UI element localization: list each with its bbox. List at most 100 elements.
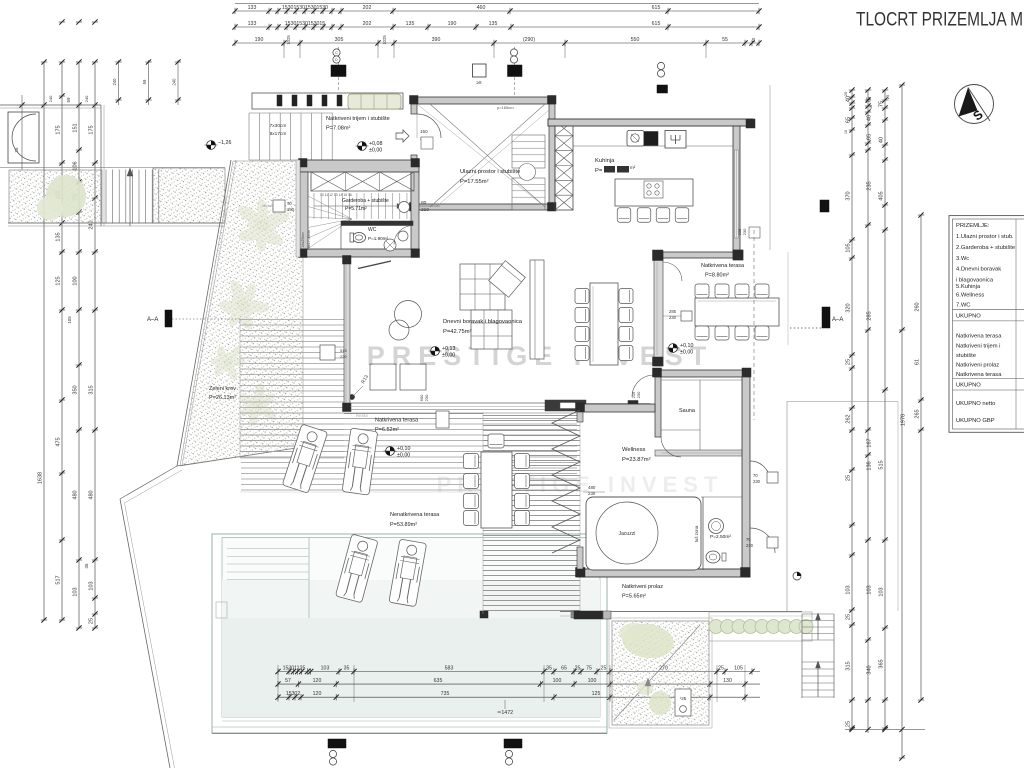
svg-text:517: 517: [56, 575, 62, 584]
svg-text:460: 460: [477, 5, 486, 11]
svg-text:25: 25: [601, 665, 607, 671]
svg-text:+0,10: +0,10: [680, 343, 693, 349]
svg-text:Ulazni prostor i stubište: Ulazni prostor i stubište: [460, 169, 520, 175]
svg-text:55: 55: [722, 37, 728, 43]
svg-text:25: 25: [575, 665, 581, 671]
svg-text:p=165cm: p=165cm: [497, 105, 514, 110]
svg-text:230: 230: [340, 354, 347, 359]
svg-text:35: 35: [546, 665, 552, 671]
svg-text:35: 35: [344, 665, 350, 671]
svg-text:103: 103: [73, 587, 79, 596]
svg-text:40: 40: [869, 105, 873, 109]
svg-text:105: 105: [734, 665, 743, 671]
svg-text:120: 120: [313, 678, 322, 684]
svg-text:600: 600: [419, 394, 424, 401]
svg-text:≃1472: ≃1472: [497, 710, 513, 716]
svg-text:70: 70: [746, 537, 751, 542]
svg-text:P=5.65m²: P=5.65m²: [622, 594, 646, 600]
svg-text:390: 390: [432, 37, 441, 43]
svg-text:320: 320: [846, 303, 852, 312]
svg-text:240: 240: [84, 95, 89, 102]
svg-text:105: 105: [846, 243, 852, 252]
svg-text:25: 25: [846, 475, 852, 481]
svg-text:10: 10: [844, 130, 848, 134]
svg-text:100: 100: [73, 276, 79, 285]
svg-text:Garderoba + stubište: Garderoba + stubište: [342, 198, 389, 204]
svg-text:103: 103: [879, 587, 885, 596]
svg-text:15301125: 15301125: [283, 665, 306, 671]
svg-text:2.Garderoba + stubište: 2.Garderoba + stubište: [956, 245, 1015, 251]
svg-text:4.Dnevni boravak: 4.Dnevni boravak: [956, 267, 1001, 273]
svg-text:175: 175: [56, 125, 62, 134]
svg-text:65: 65: [866, 134, 872, 140]
svg-text:235: 235: [866, 181, 872, 190]
svg-text:405: 405: [879, 191, 885, 200]
svg-text:190: 190: [255, 37, 264, 43]
svg-text:365: 365: [879, 659, 885, 668]
svg-text:+0,13: +0,13: [442, 346, 455, 352]
svg-text:TLOCRT PRIZEMLJA M: TLOCRT PRIZEMLJA M: [856, 10, 1023, 31]
svg-text:150: 150: [420, 129, 428, 134]
svg-text:105: 105: [67, 316, 72, 324]
svg-text:202: 202: [363, 5, 372, 11]
svg-text:Dnevni boravak i blagovaonica: Dnevni boravak i blagovaonica: [443, 319, 523, 325]
svg-text:230: 230: [424, 394, 429, 401]
svg-text:+0,10: +0,10: [397, 446, 410, 452]
svg-text:61: 61: [915, 359, 921, 365]
svg-text:P=: P=: [595, 168, 603, 174]
svg-text:WC: WC: [368, 227, 377, 233]
svg-text:80: 80: [421, 200, 427, 206]
svg-text:D: D: [335, 58, 338, 62]
svg-text:190: 190: [287, 207, 295, 212]
svg-text:167: 167: [866, 438, 872, 447]
svg-text:±0,00: ±0,00: [680, 350, 693, 356]
svg-text:1025: 1025: [382, 35, 387, 45]
svg-text:262: 262: [846, 414, 852, 423]
svg-text:40: 40: [846, 96, 852, 102]
svg-text:±0,00: ±0,00: [442, 353, 455, 359]
svg-text:136: 136: [866, 461, 872, 470]
svg-text:P=1.90m²: P=1.90m²: [368, 236, 389, 241]
svg-text:515: 515: [879, 460, 885, 469]
svg-text:Kuhinja: Kuhinja: [595, 158, 615, 164]
svg-text:Nenatkrivena terasa: Nenatkrivena terasa: [390, 512, 440, 518]
svg-text:350: 350: [73, 385, 79, 394]
svg-text:210: 210: [421, 207, 429, 213]
svg-text:133: 133: [248, 21, 257, 27]
svg-text:135: 135: [489, 21, 498, 27]
svg-text:175: 175: [89, 125, 95, 134]
svg-text:230: 230: [636, 391, 641, 398]
svg-text:5.Kuhinja: 5.Kuhinja: [956, 284, 981, 290]
svg-text:±0,00: ±0,00: [397, 453, 410, 459]
svg-text:100: 100: [588, 678, 597, 684]
svg-text:P=2.50m²: P=2.50m²: [710, 534, 731, 540]
svg-text:7x30cm: 7x30cm: [270, 123, 287, 129]
svg-text:215: 215: [631, 391, 636, 398]
svg-text:15301530153015: 15301530153015: [285, 21, 326, 27]
svg-text:285: 285: [866, 311, 872, 320]
svg-text:240: 240: [172, 78, 177, 86]
svg-text:FIKSNI: FIKSNI: [356, 414, 368, 418]
svg-text:16x25cm: 16x25cm: [301, 232, 305, 247]
svg-text:230: 230: [753, 479, 761, 484]
svg-text:P=17.55m²: P=17.55m²: [460, 179, 489, 185]
svg-text:285: 285: [669, 309, 677, 314]
svg-text:40: 40: [879, 137, 885, 143]
svg-text:230: 230: [669, 315, 677, 320]
svg-text:25: 25: [886, 95, 890, 99]
svg-text:70: 70: [287, 201, 292, 206]
svg-text:m²: m²: [630, 165, 636, 170]
svg-text:315: 315: [89, 385, 95, 394]
svg-text:57: 57: [285, 678, 291, 684]
svg-text:15302: 15302: [286, 691, 301, 697]
svg-text:135: 135: [56, 232, 62, 241]
svg-text:7.WC: 7.WC: [956, 303, 971, 309]
svg-text:103: 103: [321, 665, 330, 671]
svg-text:305: 305: [335, 37, 344, 43]
svg-text:Natkriveni trijem i: Natkriveni trijem i: [956, 343, 1000, 349]
svg-text:A–A: A–A: [147, 317, 158, 323]
svg-text:230: 230: [746, 543, 754, 548]
svg-text:315: 315: [846, 661, 852, 670]
svg-text:Natkriveni prolaz: Natkriveni prolaz: [622, 584, 663, 590]
svg-text:P=23.87m²: P=23.87m²: [622, 457, 651, 463]
